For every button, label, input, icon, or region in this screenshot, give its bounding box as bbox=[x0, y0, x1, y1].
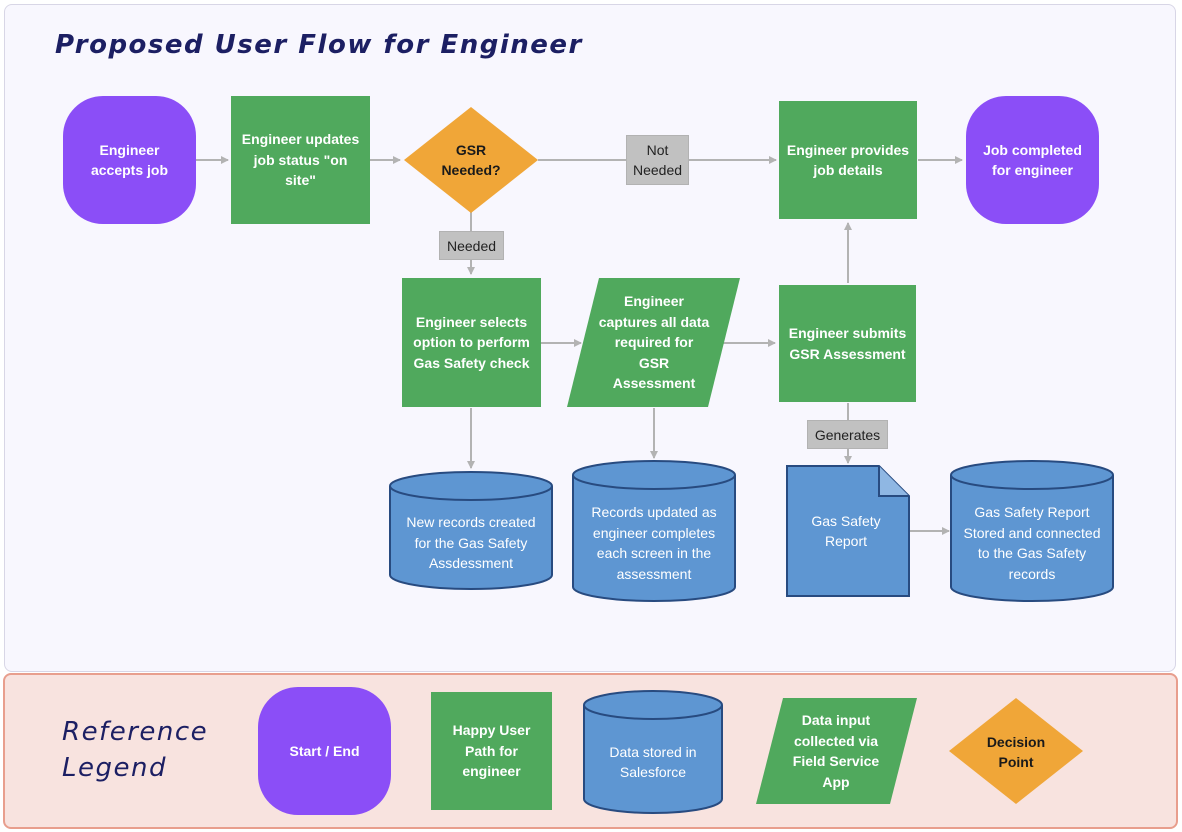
diagram-title: Proposed User Flow for Engineer bbox=[55, 30, 583, 60]
legend-terminal-shape bbox=[258, 687, 391, 815]
label-report-stored: Gas Safety Report Stored and connected t… bbox=[963, 504, 1101, 582]
node-records-updated bbox=[572, 460, 736, 602]
legend-process-shape bbox=[431, 692, 552, 810]
legend-decision-shape bbox=[949, 698, 1083, 804]
node-select-option bbox=[402, 278, 541, 407]
label-job-completed: Job completed for engineer bbox=[983, 141, 1082, 179]
node-report-stored bbox=[950, 460, 1114, 602]
node-provide-details bbox=[779, 101, 917, 219]
legend-input-shape bbox=[756, 698, 917, 804]
label-capture-data: Engineer captures all data required for … bbox=[598, 293, 710, 392]
legend-decision-point-label: Decision Point bbox=[986, 733, 1046, 771]
node-gas-safety-report bbox=[786, 465, 910, 597]
node-submit-gsr bbox=[779, 285, 916, 402]
label-new-records: New records created for the Gas Safety A… bbox=[406, 514, 536, 572]
edge-label-needed: Needed bbox=[439, 231, 504, 260]
node-update-status bbox=[231, 96, 370, 224]
label-submit-gsr: Engineer submits GSR Assessment bbox=[788, 325, 907, 362]
label-update-status: Engineer updates job status "on site" bbox=[241, 131, 360, 189]
label-gsr-needed: GSR Needed? bbox=[441, 141, 501, 179]
label-provide-details: Engineer provides job details bbox=[786, 141, 910, 179]
label-records-updated: Records updated as engineer completes ea… bbox=[591, 504, 717, 582]
edge-label-not-needed: Not Needed bbox=[626, 135, 689, 185]
legend-data-stored-label: Data stored in Salesforce bbox=[609, 743, 697, 781]
node-job-completed bbox=[966, 96, 1099, 224]
node-accept-job bbox=[63, 96, 196, 224]
label-select-option: Engineer selects option to perform Gas S… bbox=[413, 313, 530, 371]
label-accept-job: Engineer accepts job bbox=[90, 141, 169, 179]
legend-datastore-shape bbox=[583, 690, 723, 814]
legend-start-end-label: Start / End bbox=[289, 742, 360, 759]
node-new-records bbox=[389, 471, 553, 590]
node-capture-data bbox=[567, 278, 740, 407]
legend-title: Reference Legend bbox=[62, 717, 209, 783]
edge-label-generates: Generates bbox=[807, 420, 888, 449]
label-gas-safety-report: Gas Safety Report bbox=[811, 512, 881, 550]
legend-data-input-label: Data input collected via Field Service A… bbox=[792, 712, 880, 790]
legend-happy-path-label: Happy User Path for engineer bbox=[452, 722, 531, 780]
node-gsr-needed bbox=[404, 107, 538, 213]
